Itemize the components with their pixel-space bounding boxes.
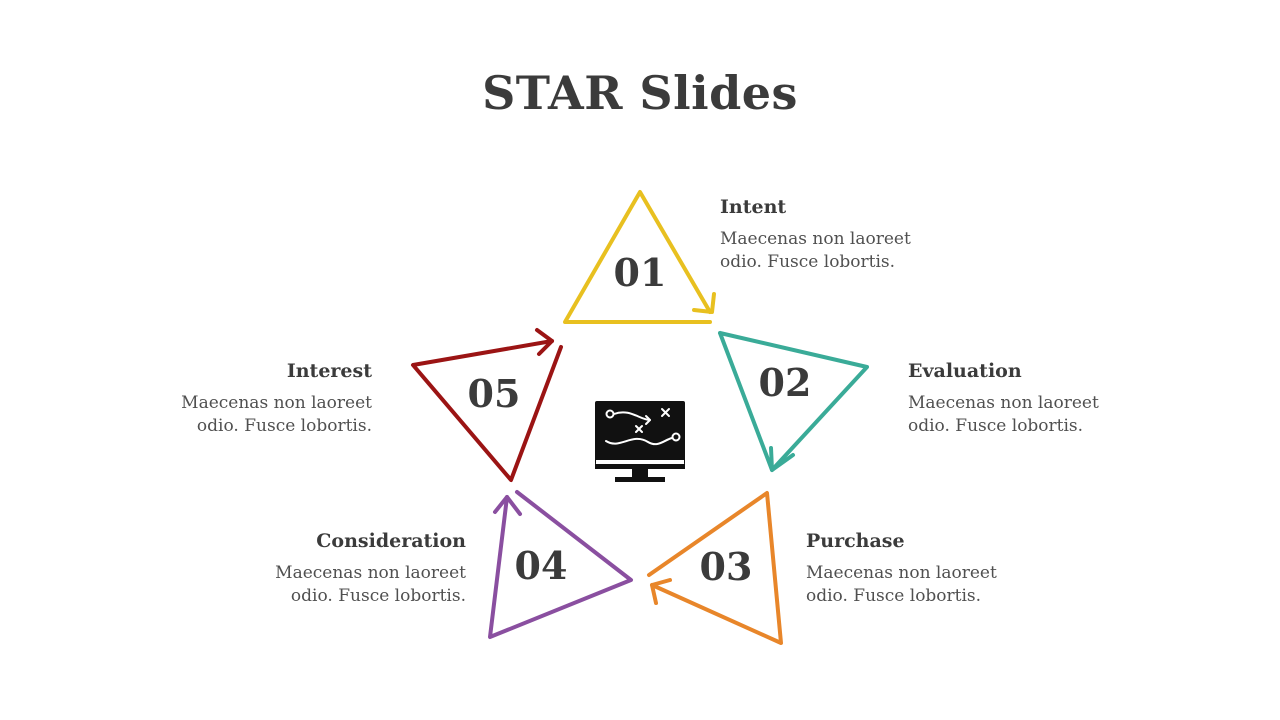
step-05-block: Interest Maecenas non laoreet odio. Fusc… [132, 360, 372, 438]
step-03-text: Maecenas non laoreet odio. Fusce loborti… [806, 563, 997, 606]
step-02-heading: Evaluation [908, 360, 1022, 382]
slide-title: STAR Slides [482, 66, 798, 120]
step-04-triangle: 04 [488, 490, 633, 639]
step-03-number: 03 [700, 544, 753, 589]
step-03-heading: Purchase [806, 530, 905, 552]
step-01-number: 01 [614, 250, 667, 295]
step-05-heading: Interest [286, 360, 372, 382]
step-02-block: Evaluation Maecenas non laoreet odio. Fu… [908, 360, 1148, 438]
step-04-text: Maecenas non laoreet odio. Fusce loborti… [275, 563, 466, 606]
step-02-number: 02 [759, 360, 812, 405]
step-02-triangle: 02 [718, 331, 869, 472]
step-01-heading: Intent [720, 196, 787, 218]
step-02-text: Maecenas non laoreet odio. Fusce loborti… [908, 393, 1099, 436]
step-01-text: Maecenas non laoreet odio. Fusce loborti… [720, 229, 911, 272]
step-04-block: Consideration Maecenas non laoreet odio.… [226, 530, 466, 608]
step-04-heading: Consideration [316, 530, 466, 552]
step-01-triangle: 01 [563, 190, 716, 324]
step-03-triangle: 03 [647, 491, 783, 645]
step-01-block: Intent Maecenas non laoreet odio. Fusce … [720, 196, 960, 274]
computer-monitor-strategy-icon [595, 401, 685, 482]
step-03-block: Purchase Maecenas non laoreet odio. Fusc… [806, 530, 1046, 608]
step-05-number: 05 [468, 371, 521, 416]
step-05-triangle: 05 [411, 328, 563, 482]
step-04-number: 04 [515, 543, 568, 588]
step-05-text: Maecenas non laoreet odio. Fusce loborti… [181, 393, 372, 436]
